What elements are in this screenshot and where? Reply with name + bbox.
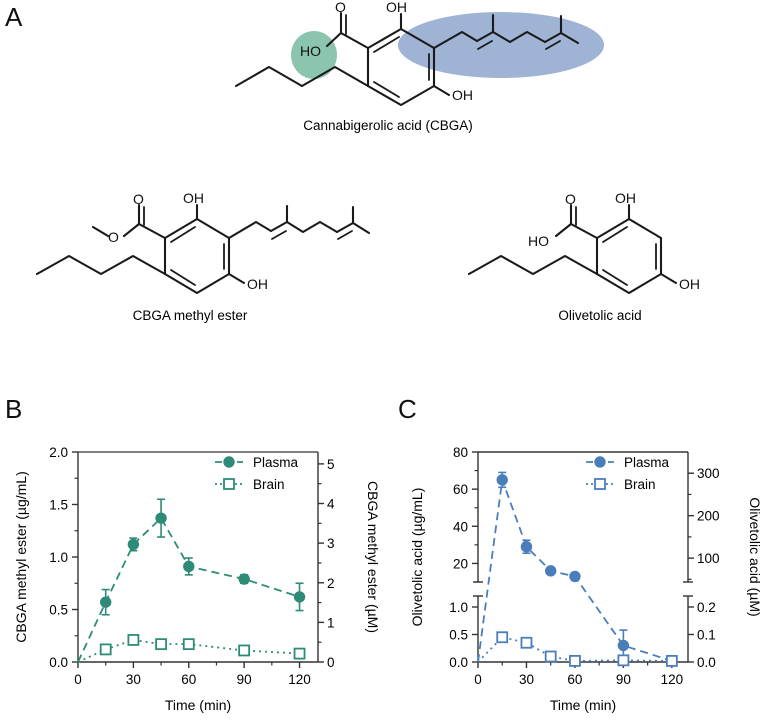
data-point-plasma	[127, 538, 140, 551]
panel-a-structures: HO O OH OH OH Cannabigerolic acid (CBGA)	[35, 0, 700, 323]
atom-o-olivetolic: O	[565, 191, 576, 207]
y-axis-label-left: CBGA methyl ester (µg/mL)	[13, 471, 29, 642]
caption-olivetolic-acid: Olivetolic acid	[558, 308, 641, 323]
data-point-brain	[182, 638, 195, 651]
x-tick-label: 90	[616, 672, 631, 687]
legend-marker-brain	[223, 478, 235, 490]
data-point-plasma	[520, 541, 533, 553]
y-tick-label-left-lower: 0.0	[449, 655, 468, 670]
panel-letter-c: C	[398, 394, 417, 424]
data-point-brain	[617, 654, 630, 667]
y-tick-label-right: 5	[327, 457, 335, 472]
y-tick-label-left-upper: 60	[453, 482, 468, 497]
y-tick-label-right: 1	[327, 615, 335, 630]
data-point-brain	[569, 654, 581, 667]
atom-oh-4-olivetolic: OH	[679, 276, 700, 292]
y-tick-label-right-upper: 100	[697, 551, 720, 566]
y-tick-label-left-lower: 1.0	[449, 600, 468, 615]
data-point-brain	[238, 644, 251, 657]
data-point-plasma	[569, 570, 581, 583]
y-axis-label-right: Olivetolic acid (µM)	[747, 497, 763, 616]
caption-cbga-methyl-ester: CBGA methyl ester	[133, 308, 248, 323]
atom-oh-4-cbga: OH	[452, 87, 473, 103]
y-tick-label-left-upper: 20	[453, 556, 468, 571]
x-tick-label: 90	[237, 672, 252, 687]
panel-letter-b: B	[5, 394, 23, 424]
x-tick-label: 30	[519, 672, 534, 687]
atom-o-ester-cbgame: O	[108, 229, 119, 245]
legend-label-brain: Brain	[624, 477, 656, 492]
data-point-brain	[496, 631, 509, 644]
y-tick-label-left-upper: 80	[453, 445, 468, 460]
carboxylic-acid-highlight	[291, 31, 337, 79]
y-axis-label-right: CBGA methyl ester (µM)	[365, 481, 381, 633]
atom-o-carbonyl-cbgame: O	[133, 191, 144, 207]
structure-olivetolic-acid: HO O OH OH	[467, 190, 700, 295]
data-point-plasma	[183, 560, 195, 573]
y-tick-label-right-lower: 0.2	[697, 600, 716, 615]
y-tick-label-left: 0.0	[49, 655, 68, 670]
x-tick-label: 0	[74, 672, 82, 687]
y-tick-label-right: 2	[327, 576, 335, 591]
legend-label-plasma: Plasma	[624, 455, 670, 470]
x-tick-label: 120	[661, 672, 684, 687]
caption-cbga: Cannabigerolic acid (CBGA)	[303, 118, 473, 133]
atom-oh-top-cbgame: OH	[183, 190, 204, 206]
structure-cbga-methyl-ester: O O OH OH	[35, 190, 371, 295]
legend-marker-brain	[594, 478, 606, 490]
x-tick-label: 30	[126, 672, 141, 687]
y-tick-label-right-upper: 200	[697, 509, 720, 524]
data-point-plasma	[238, 573, 250, 585]
panel-letter-a: A	[5, 2, 23, 32]
data-point-brain	[293, 647, 306, 660]
data-point-brain	[155, 638, 167, 651]
y-tick-label-right-lower: 0.0	[697, 655, 716, 670]
x-axis-label: Time (min)	[550, 697, 616, 713]
x-tick-label: 60	[567, 672, 582, 687]
data-point-brain	[127, 634, 140, 646]
y-tick-label-left: 0.5	[49, 603, 68, 618]
y-tick-label-left: 1.0	[49, 550, 68, 565]
y-tick-label-right: 3	[327, 536, 335, 551]
legend-label-brain: Brain	[253, 477, 285, 492]
atom-oh-4-cbgame: OH	[247, 276, 268, 292]
legend-marker-plasma	[594, 456, 606, 468]
data-point-brain	[520, 636, 533, 649]
y-tick-label-right: 0	[327, 655, 335, 670]
structure-cbga: HO O OH OH OH	[234, 0, 604, 107]
y-tick-label-left-upper: 40	[453, 519, 468, 534]
data-point-plasma	[155, 512, 167, 524]
y-tick-label-left-lower: 0.5	[449, 628, 468, 643]
x-tick-label: 60	[181, 672, 196, 687]
data-point-plasma	[99, 596, 112, 608]
data-point-plasma	[293, 591, 306, 603]
x-tick-label: 0	[474, 672, 482, 687]
y-tick-label-left: 1.5	[49, 498, 68, 513]
data-point-plasma	[496, 474, 508, 486]
y-tick-label-right: 4	[327, 497, 335, 512]
geranyl-chain-highlight	[398, 12, 604, 78]
atom-oh-top-cbga: OH	[386, 0, 407, 15]
atom-o-cbga: O	[335, 0, 346, 15]
data-point-plasma	[617, 639, 630, 652]
data-point-brain	[544, 650, 557, 663]
panel-b-chart: 0.0 0.5 1.0 1.5 2.0 0 1 2 3 4 5 0 30 60 90 120 CBGA meth…	[13, 445, 381, 713]
panel-c-chart: 20 40 60 80 0.0 0.5 1.0 100 200 300 0.0 0.1 0.2 0 30 60…	[409, 445, 763, 713]
atom-oh-top-olivetolic: OH	[615, 190, 636, 206]
x-axis-label: Time (min)	[165, 697, 231, 713]
atom-ho-cbga: HO	[300, 43, 321, 59]
x-tick-label: 120	[288, 672, 311, 687]
y-tick-label-left: 2.0	[49, 445, 68, 460]
data-point-plasma	[544, 565, 557, 577]
y-axis-label-left: Olivetolic acid (µg/mL)	[409, 488, 425, 627]
legend-marker-plasma	[223, 456, 235, 468]
y-tick-label-right-lower: 0.1	[697, 628, 716, 643]
benzene-ring-olivetolic	[595, 217, 663, 295]
data-point-brain	[99, 643, 112, 656]
atom-ho-olivetolic: HO	[528, 233, 549, 249]
legend-label-plasma: Plasma	[253, 455, 299, 470]
data-point-brain	[665, 654, 678, 667]
benzene-ring-cbgame	[163, 217, 231, 295]
y-tick-label-right-upper: 300	[697, 466, 720, 481]
